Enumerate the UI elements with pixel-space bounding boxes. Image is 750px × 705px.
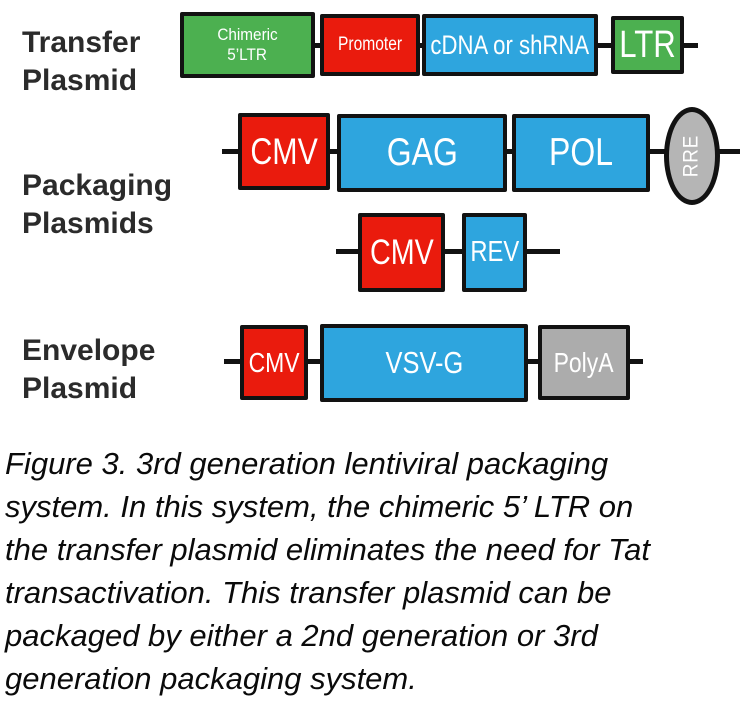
- packaging-label-line1: Packaging: [22, 169, 173, 202]
- ltr-box: LTR: [611, 16, 684, 74]
- chimeric-5ltr-text-line1: Chimeric: [217, 25, 278, 44]
- pol-text: POL: [548, 131, 613, 174]
- cmv-envelope-text: CMV: [248, 346, 300, 378]
- cmv-box-envelope: CMV: [240, 325, 308, 400]
- gag-box: GAG: [337, 114, 507, 192]
- envelope-plasmid-label: Envelope Plasmid: [22, 332, 155, 408]
- transfer-label-line2: Plasmid: [22, 64, 138, 97]
- packaging-plasmids-label: Packaging Plasmids: [22, 167, 172, 243]
- caption-line-6: generation packaging system.: [5, 661, 417, 696]
- pol-box: POL: [512, 114, 650, 192]
- cdna-or-shrna-box: cDNA or shRNA: [422, 14, 598, 76]
- figure-caption: Figure 3. 3rd generation lentiviral pack…: [5, 442, 750, 700]
- chimeric-5ltr-box: Chimeric 5’LTR: [180, 12, 315, 78]
- vsvg-text: VSV-G: [385, 345, 463, 380]
- cmv-box-packaging1: CMV: [238, 113, 330, 190]
- transfer-plasmid-label: Transfer Plasmid: [22, 24, 140, 100]
- caption-line-3: the transfer plasmid eliminates the need…: [5, 532, 651, 567]
- ltr-text: LTR: [619, 23, 676, 66]
- caption-line-2: system. In this system, the chimeric 5’ …: [5, 489, 634, 524]
- transfer-label-line1: Transfer: [22, 26, 141, 59]
- rre-text: RRE: [680, 134, 703, 178]
- rev-box: REV: [462, 213, 527, 292]
- cdna-or-shrna-text: cDNA or shRNA: [430, 29, 590, 60]
- promoter-box: Promoter: [320, 14, 420, 76]
- polya-box: PolyA: [538, 325, 630, 400]
- cmv-packaging1-text: CMV: [250, 130, 318, 172]
- cmv-box-packaging2: CMV: [358, 213, 445, 292]
- packaging-plasmid2-backbone-line: [336, 249, 560, 254]
- polya-text: PolyA: [554, 346, 614, 378]
- promoter-text: Promoter: [337, 34, 403, 55]
- cmv-packaging2-text: CMV: [369, 232, 434, 272]
- chimeric-5ltr-text-line2: 5’LTR: [227, 45, 268, 64]
- gag-text: GAG: [386, 131, 458, 174]
- envelope-label-line1: Envelope: [22, 334, 156, 367]
- vsvg-box: VSV-G: [320, 324, 528, 402]
- caption-line-4: transactivation. This transfer plasmid c…: [5, 575, 612, 610]
- caption-line-5: packaged by either a 2nd generation or 3…: [5, 618, 598, 653]
- rre-ellipse: RRE: [664, 107, 720, 205]
- caption-line-1: Figure 3. 3rd generation lentiviral pack…: [5, 446, 609, 481]
- packaging-label-line2: Plasmids: [22, 207, 154, 240]
- rev-text: REV: [470, 236, 519, 268]
- envelope-label-line2: Plasmid: [22, 372, 138, 405]
